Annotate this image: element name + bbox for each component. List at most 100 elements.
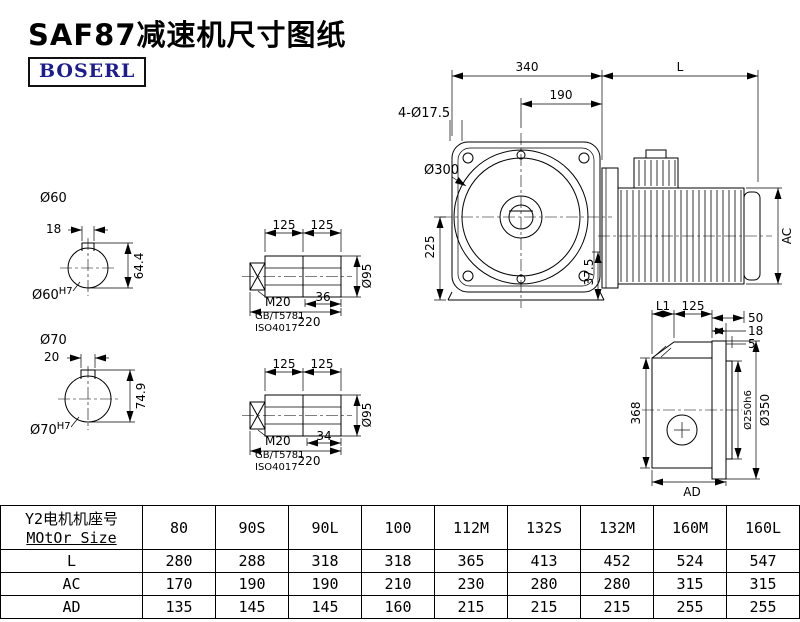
bushing-b-thread-label: M20 xyxy=(265,434,291,448)
side-pilot-label: Ø250h6 xyxy=(742,390,754,430)
bushing-a-thread-label: M20 xyxy=(265,295,291,309)
col-header-160l: 160L xyxy=(726,505,800,550)
key-height-60-label: 64.4 xyxy=(132,253,146,280)
bushing-a-inner-label: 36 xyxy=(315,290,330,304)
bushing-b-dia-label: Ø95 xyxy=(360,403,374,428)
cell: 215 xyxy=(580,595,654,619)
cell: 215 xyxy=(507,595,581,619)
row-label: AC xyxy=(0,572,143,596)
front-225-label: 225 xyxy=(423,236,437,259)
cell: 365 xyxy=(434,549,508,573)
row-label: L xyxy=(0,549,143,573)
bushing-b-seg2-label: 125 xyxy=(311,357,334,371)
side-5-label: 5 xyxy=(748,337,756,351)
cell: 280 xyxy=(142,549,216,573)
side-flange-dia-label: Ø350 xyxy=(758,394,772,426)
side-18-label: 18 xyxy=(748,324,763,338)
cell: 190 xyxy=(288,572,362,596)
key-height-70-label: 74.9 xyxy=(134,383,148,410)
front-190-label: 190 xyxy=(550,88,573,102)
side-body xyxy=(651,357,713,469)
cell: 170 xyxy=(142,572,216,596)
cell: 315 xyxy=(653,572,727,596)
table-row-ac: AC 170 190 190 210 230 280 280 315 315 xyxy=(0,572,800,596)
cell: 145 xyxy=(215,595,289,619)
col-header-132s: 132S xyxy=(507,505,581,550)
col-header-160m: 160M xyxy=(653,505,727,550)
bushing-b-total-label: 220 xyxy=(298,454,321,468)
cell: 135 xyxy=(142,595,216,619)
cell: 160 xyxy=(361,595,435,619)
brand-logo: BOSERL xyxy=(28,57,147,87)
cell: 255 xyxy=(653,595,727,619)
side-125-label: 125 xyxy=(682,299,705,313)
col-header-112m: 112M xyxy=(434,505,508,550)
cell: 288 xyxy=(215,549,289,573)
table-row-ad: AD 135 145 145 160 215 215 215 255 255 xyxy=(0,595,800,619)
table-row-l: L 280 288 318 318 365 413 452 524 547 xyxy=(0,549,800,573)
col-header-132m: 132M xyxy=(580,505,654,550)
motor-flange xyxy=(601,167,619,289)
shaft-section-70: Ø70 20 74.9 Ø70H7 xyxy=(30,333,148,438)
shaft-section-60: Ø60 18 64.4 Ø60H7 xyxy=(32,191,146,303)
row-label: AD xyxy=(0,595,143,619)
fit-70-label: Ø70H7 xyxy=(30,421,71,438)
motor-ac-label: AC xyxy=(780,228,794,244)
cell: 318 xyxy=(361,549,435,573)
front-37-5-label: 37.5 xyxy=(582,259,596,286)
cell: 215 xyxy=(434,595,508,619)
key-width-60-label: 18 xyxy=(46,222,61,236)
key-width-70-label: 20 xyxy=(44,350,59,364)
side-50-label: 50 xyxy=(748,311,763,325)
side-368-label: 368 xyxy=(629,402,643,425)
bushing-b-std1-label: GB/T5781 xyxy=(255,450,305,461)
table-header-motor-size: Y2电机机座号 MOtOr Size xyxy=(0,505,143,550)
dimension-table: Y2电机机座号 MOtOr Size 80 90S 90L 100 112M 1… xyxy=(0,505,800,619)
bushing-b-std2-label: ISO4017 xyxy=(255,462,298,473)
cell: 413 xyxy=(507,549,581,573)
dia-70-label: Ø70 xyxy=(40,333,67,348)
side-boss-circle xyxy=(666,414,698,446)
cell: 318 xyxy=(288,549,362,573)
bushing-a-seg1-label: 125 xyxy=(273,218,296,232)
cell: 524 xyxy=(653,549,727,573)
cell: 315 xyxy=(726,572,800,596)
page-title: SAF87减速机尺寸图纸 xyxy=(28,18,347,52)
gearbox-front-view: 340 L 190 4-Ø17.5 Ø300 225 37.5 xyxy=(398,60,794,308)
col-header-100: 100 xyxy=(361,505,435,550)
dia-60-label: Ø60 xyxy=(40,191,67,206)
bushing-a-dia-label: Ø95 xyxy=(360,264,374,289)
bushing-drawing-a: 125 125 36 220 Ø95 M20 GB/T5781 ISO4017 xyxy=(242,218,374,334)
cell: 280 xyxy=(580,572,654,596)
bushing-b-seg1-label: 125 xyxy=(273,357,296,371)
side-l1-label: L1 xyxy=(656,299,670,313)
col-header-90l: 90L xyxy=(288,505,362,550)
technical-drawing: Ø60 18 64.4 Ø60H7 Ø70 xyxy=(30,60,794,499)
motor-length-label: L xyxy=(677,60,684,74)
bushing-a-total-label: 220 xyxy=(298,315,321,329)
front-holes-label: 4-Ø17.5 xyxy=(398,106,450,121)
bushing-b-inner-label: 34 xyxy=(316,429,331,443)
fit-60-label: Ø60H7 xyxy=(32,286,73,303)
col-header-80: 80 xyxy=(142,505,216,550)
front-dia-label: Ø300 xyxy=(424,163,459,178)
col-header-90s: 90S xyxy=(215,505,289,550)
cell: 230 xyxy=(434,572,508,596)
cell: 547 xyxy=(726,549,800,573)
cell: 280 xyxy=(507,572,581,596)
bushing-drawing-b: 125 125 34 220 Ø95 M20 GB/T5781 ISO4017 xyxy=(242,357,374,473)
cell: 190 xyxy=(215,572,289,596)
bushing-a-std1-label: GB/T5781 xyxy=(255,311,305,322)
side-ad-label: AD xyxy=(683,485,700,499)
gearbox-side-view: L1 125 50 18 5 368 Ø250h6 Ø350 xyxy=(629,299,772,499)
brand-logo-text: BOSERL xyxy=(39,60,136,82)
front-width-label: 340 xyxy=(516,60,539,74)
table-header-row: Y2电机机座号 MOtOr Size 80 90S 90L 100 112M 1… xyxy=(0,505,800,550)
header-line1: Y2电机机座号 xyxy=(24,510,119,528)
cell: 452 xyxy=(580,549,654,573)
bushing-a-seg2-label: 125 xyxy=(311,218,334,232)
cell: 255 xyxy=(726,595,800,619)
bushing-a-std2-label: ISO4017 xyxy=(255,323,298,334)
cell: 210 xyxy=(361,572,435,596)
